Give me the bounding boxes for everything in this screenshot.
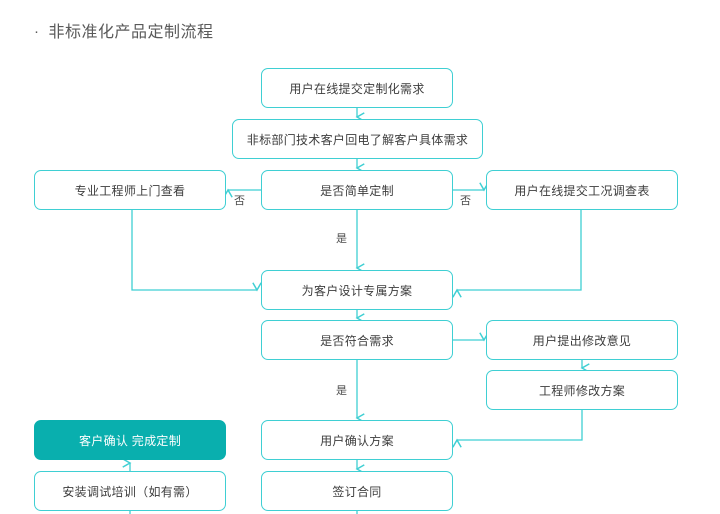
node-decision-simple-custom[interactable]: 是否简单定制 bbox=[261, 170, 453, 210]
edge-label-yes-upper: 是 bbox=[336, 233, 348, 245]
edge-label-no-left: 否 bbox=[234, 195, 246, 207]
edge-label-yes-lower: 是 bbox=[336, 385, 348, 397]
edge-label-no-right: 否 bbox=[460, 195, 472, 207]
node-user-revision-feedback[interactable]: 用户提出修改意见 bbox=[486, 320, 678, 360]
node-install-debug-training[interactable]: 安装调试培训（如有需） bbox=[34, 471, 226, 511]
edge-n3-n6 bbox=[131, 210, 262, 292]
node-user-submit-request[interactable]: 用户在线提交定制化需求 bbox=[261, 68, 453, 108]
node-sign-contract[interactable]: 签订合同 bbox=[261, 471, 453, 511]
edge-n5-n6 bbox=[452, 210, 582, 298]
page-title: · 非标准化产品定制流程 bbox=[34, 18, 214, 42]
page-title-text: 非标准化产品定制流程 bbox=[48, 24, 214, 41]
node-design-exclusive-solution[interactable]: 为客户设计专属方案 bbox=[261, 270, 453, 310]
node-engineer-onsite-visit[interactable]: 专业工程师上门查看 bbox=[34, 170, 226, 210]
node-submit-condition-form[interactable]: 用户在线提交工况调查表 bbox=[486, 170, 678, 210]
edge-n9-n10 bbox=[452, 410, 583, 448]
node-user-confirm-solution[interactable]: 用户确认方案 bbox=[261, 420, 453, 460]
bullet-icon: · bbox=[34, 23, 40, 40]
node-decision-meets-requirement[interactable]: 是否符合需求 bbox=[261, 320, 453, 360]
node-customer-confirm-complete[interactable]: 客户确认 完成定制 bbox=[34, 420, 226, 460]
node-department-callback[interactable]: 非标部门技术客户回电了解客户具体需求 bbox=[232, 119, 483, 159]
node-engineer-revise-solution[interactable]: 工程师修改方案 bbox=[486, 370, 678, 410]
